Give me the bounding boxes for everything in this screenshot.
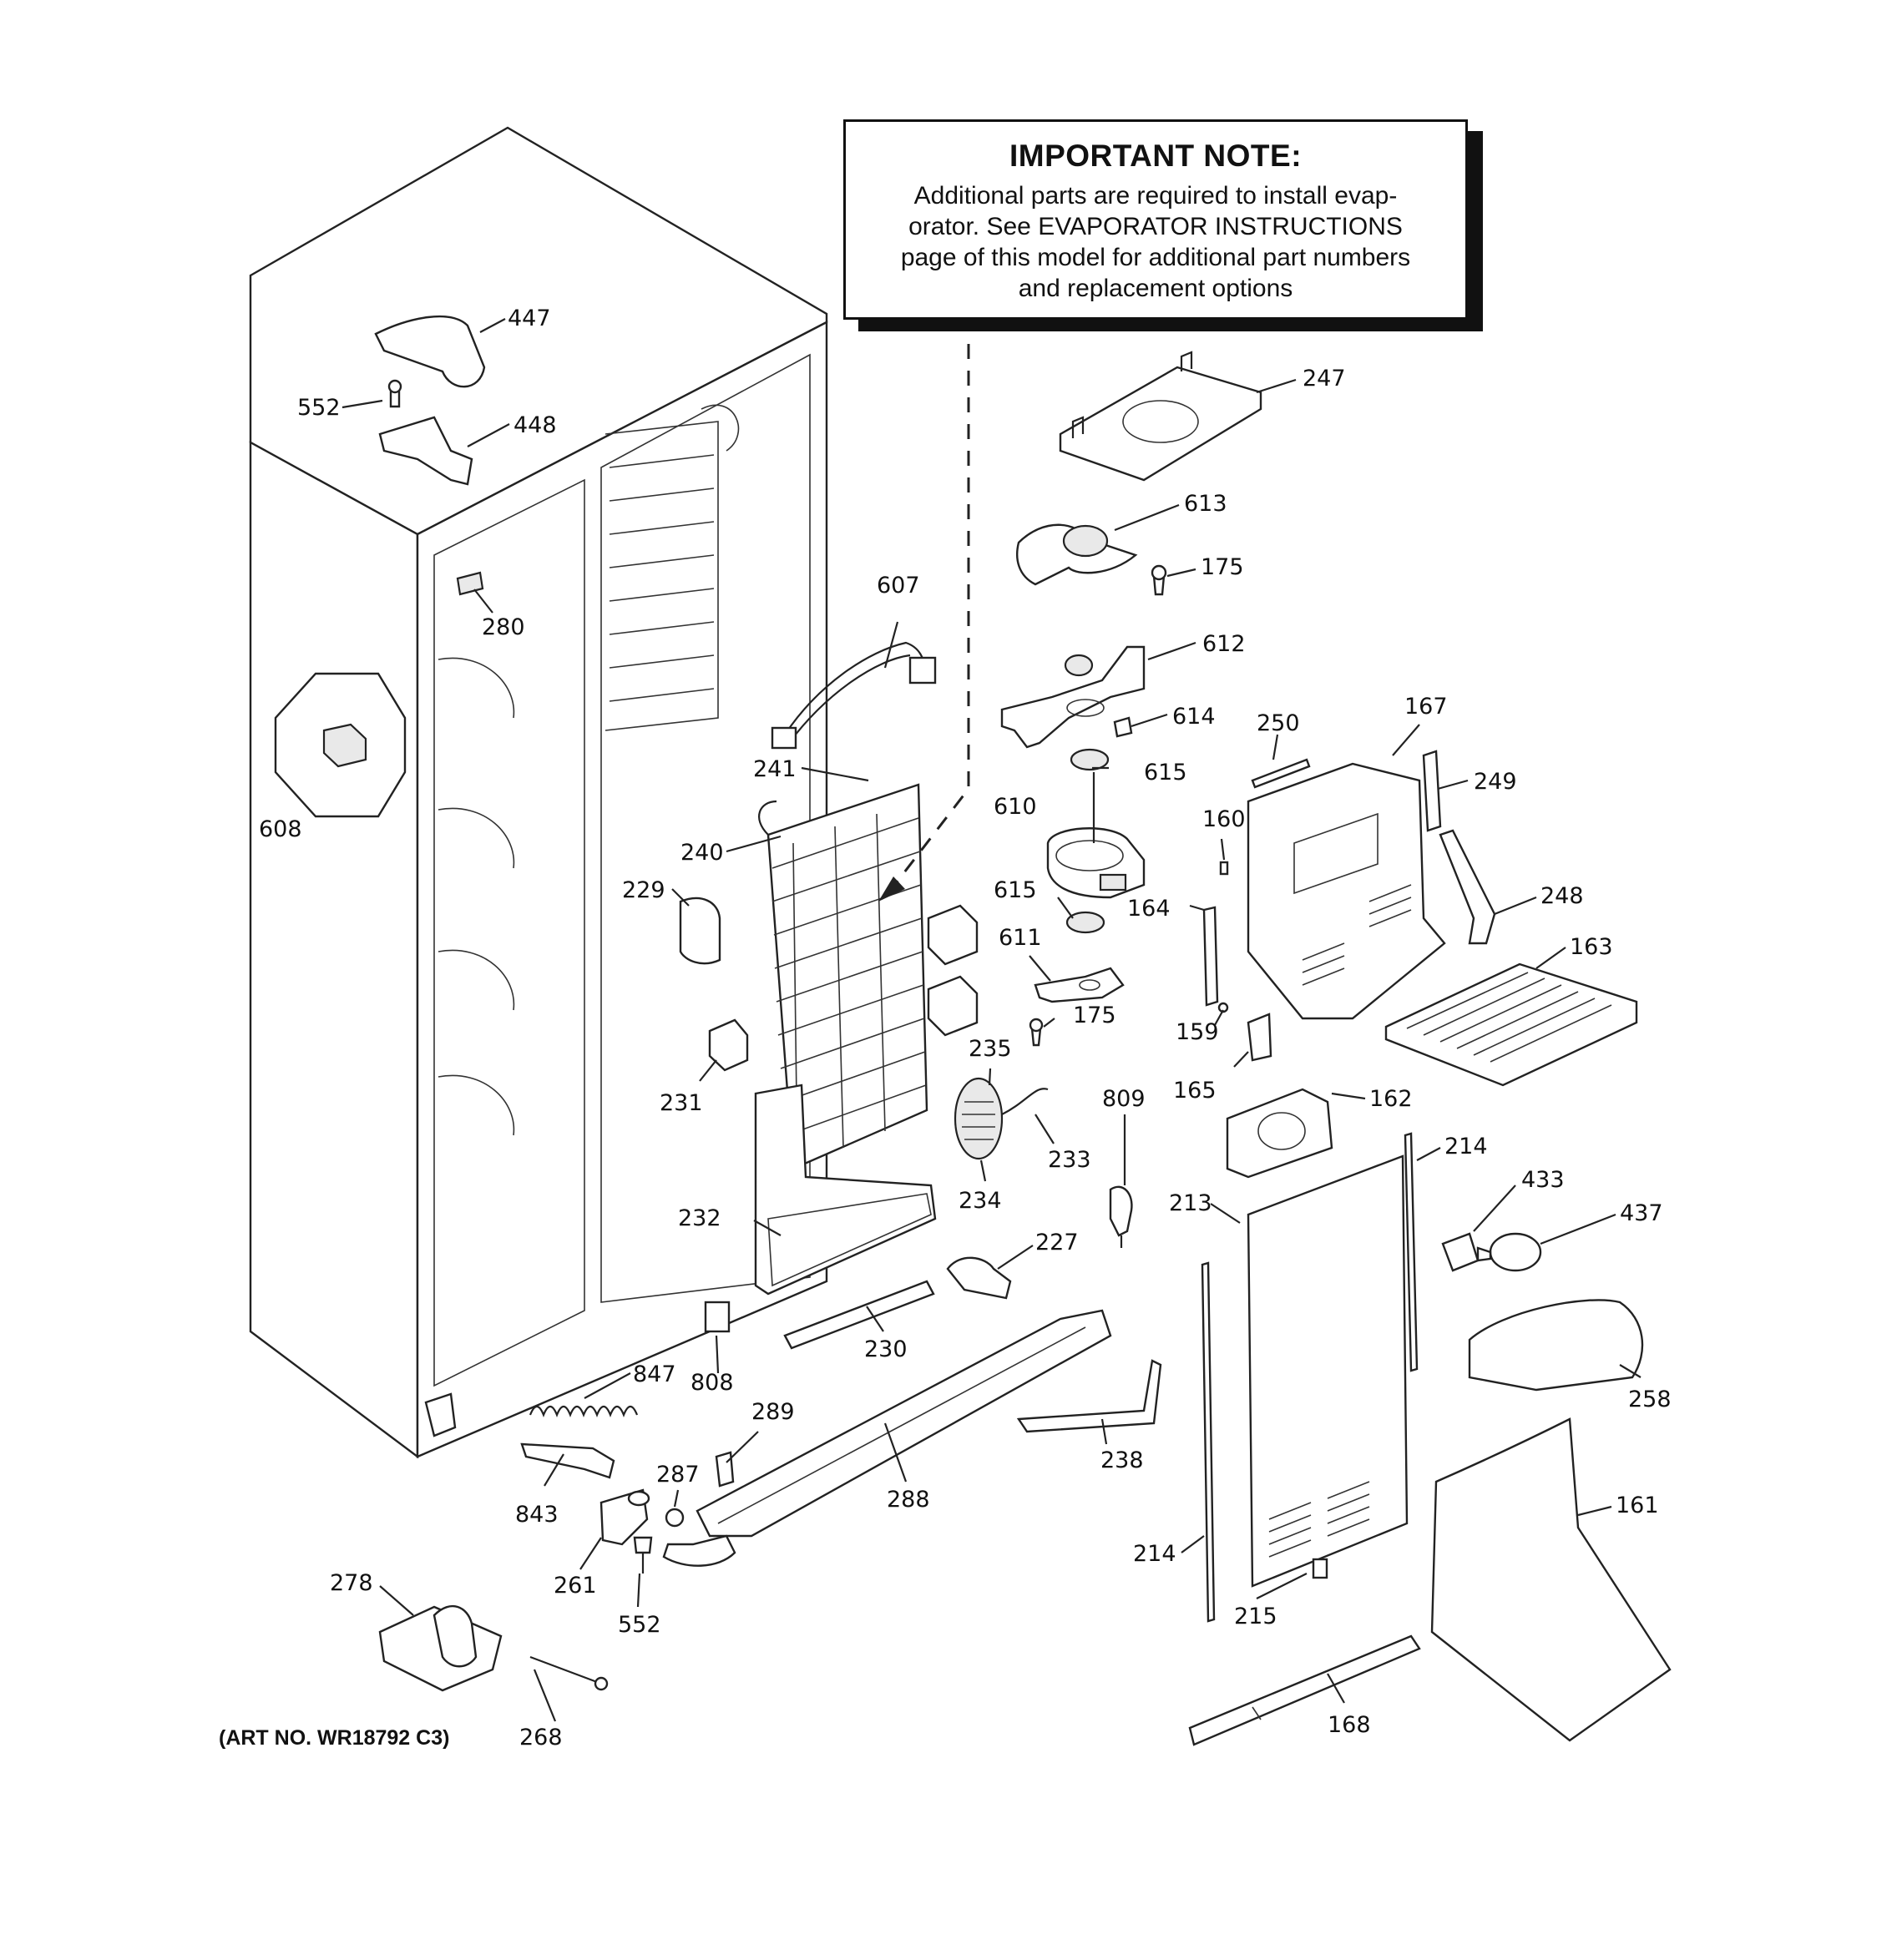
part-shapes <box>274 315 1672 1746</box>
label-163: 163 <box>1570 934 1613 960</box>
label-278: 278 <box>330 1570 373 1596</box>
label-249: 249 <box>1474 769 1517 795</box>
label-160: 160 <box>1202 806 1246 832</box>
part-labels: 447 552 448 280 608 607 241 240 229 231 … <box>259 306 1672 1750</box>
label-613: 613 <box>1184 491 1227 517</box>
label-240: 240 <box>680 840 724 866</box>
label-175-bottom: 175 <box>1073 1003 1116 1028</box>
note-line: page of this model for additional part n… <box>900 244 1411 271</box>
label-241: 241 <box>753 756 797 782</box>
label-612: 612 <box>1202 631 1246 657</box>
evaporator-reference-dashed-line <box>883 344 970 898</box>
label-214-right: 214 <box>1444 1134 1488 1159</box>
important-note-box: IMPORTANT NOTE: Additional parts are req… <box>843 119 1468 320</box>
label-607: 607 <box>877 573 920 599</box>
label-608: 608 <box>259 816 302 842</box>
label-162: 162 <box>1369 1086 1413 1112</box>
label-215: 215 <box>1234 1604 1277 1629</box>
label-250: 250 <box>1257 710 1300 736</box>
label-268: 268 <box>519 1725 563 1750</box>
label-234: 234 <box>959 1188 1002 1214</box>
label-289: 289 <box>751 1399 795 1425</box>
label-232: 232 <box>678 1205 721 1231</box>
label-808: 808 <box>691 1370 734 1396</box>
label-552-top: 552 <box>297 395 341 421</box>
art-number: (ART NO. WR18792 C3) <box>219 1726 449 1750</box>
label-261: 261 <box>554 1573 597 1599</box>
label-287: 287 <box>656 1462 700 1488</box>
label-448: 448 <box>513 412 557 438</box>
label-447: 447 <box>508 306 551 331</box>
label-165: 165 <box>1173 1078 1217 1104</box>
note-line: orator. See EVAPORATOR INSTRUCTIONS <box>908 213 1403 240</box>
label-615-lower: 615 <box>994 877 1037 903</box>
note-title: IMPORTANT NOTE: <box>1009 139 1303 173</box>
label-159: 159 <box>1176 1019 1219 1045</box>
label-230: 230 <box>864 1336 908 1362</box>
label-168: 168 <box>1328 1712 1371 1738</box>
label-280: 280 <box>482 614 525 640</box>
label-231: 231 <box>660 1090 703 1116</box>
label-258: 258 <box>1628 1387 1672 1412</box>
label-238: 238 <box>1100 1447 1144 1473</box>
label-175-top: 175 <box>1201 554 1244 580</box>
label-247: 247 <box>1303 366 1346 391</box>
label-552-bottom: 552 <box>618 1612 661 1638</box>
label-164: 164 <box>1127 896 1171 922</box>
label-843: 843 <box>515 1502 559 1528</box>
label-288: 288 <box>887 1487 930 1513</box>
note-line: and replacement options <box>1018 275 1293 302</box>
leader-lines <box>341 318 1642 1722</box>
label-227: 227 <box>1035 1230 1079 1255</box>
label-611: 611 <box>999 925 1042 951</box>
note-line: Additional parts are required to install… <box>913 182 1398 210</box>
label-847: 847 <box>633 1361 676 1387</box>
evaporator-reference-arrowhead <box>878 876 905 902</box>
label-437: 437 <box>1620 1200 1663 1226</box>
label-809: 809 <box>1102 1086 1146 1112</box>
label-213: 213 <box>1169 1190 1212 1216</box>
label-167: 167 <box>1404 694 1448 720</box>
label-161: 161 <box>1616 1493 1659 1518</box>
label-615-upper: 615 <box>1144 760 1187 786</box>
label-433: 433 <box>1521 1167 1565 1193</box>
label-229: 229 <box>622 877 665 903</box>
label-214-left: 214 <box>1133 1541 1176 1567</box>
label-233: 233 <box>1048 1147 1091 1173</box>
label-248: 248 <box>1540 883 1584 909</box>
label-610: 610 <box>994 794 1037 820</box>
label-235: 235 <box>969 1036 1012 1062</box>
label-614: 614 <box>1172 704 1216 730</box>
